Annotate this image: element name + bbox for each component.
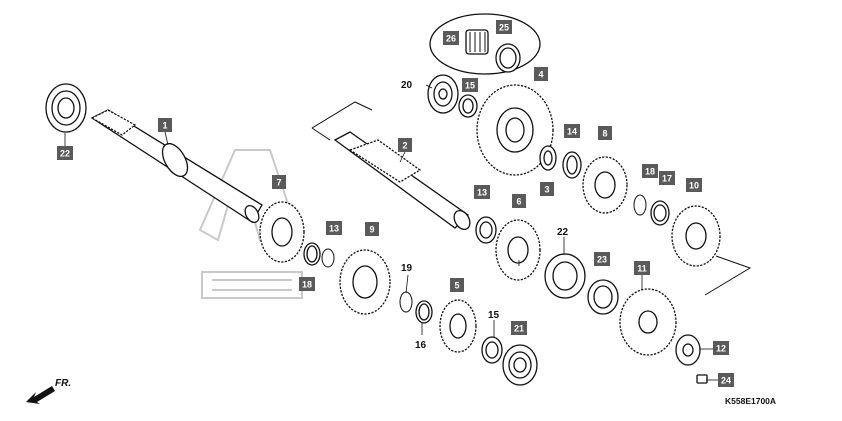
svg-text:26: 26 [446, 34, 456, 44]
gear-9 [339, 249, 391, 315]
svg-text:18: 18 [645, 167, 655, 177]
washer-17 [650, 200, 670, 226]
bolt-24 [696, 374, 708, 384]
callout-18-right: 18 [642, 164, 658, 178]
bearing-20 [427, 74, 459, 114]
svg-text:3: 3 [544, 185, 549, 195]
svg-text:9: 9 [369, 225, 374, 235]
detail-inset [429, 13, 541, 75]
svg-text:25: 25 [499, 23, 509, 33]
svg-text:7: 7 [276, 178, 281, 188]
callout-23: 23 [594, 252, 610, 266]
leader-lines [64, 84, 718, 381]
oil-seal-23 [587, 279, 619, 315]
gear-7 [259, 201, 305, 263]
collar-13-middle [475, 216, 497, 244]
svg-text:13: 13 [477, 188, 487, 198]
callout-10: 10 [686, 178, 702, 192]
washer-18-left [303, 242, 321, 266]
callout-13-middle: 13 [474, 185, 490, 199]
callout-26: 26 [443, 31, 459, 45]
gear-5 [439, 299, 477, 353]
callout-2: 2 [398, 138, 412, 152]
washer-15-lower [481, 336, 503, 364]
bearing-21 [502, 344, 538, 386]
svg-text:15: 15 [465, 81, 475, 91]
callout-19: 19 [401, 263, 413, 274]
callout-22-left: 22 [57, 146, 73, 160]
washer-14 [562, 151, 582, 179]
callout-25: 25 [496, 20, 512, 34]
countershaft [311, 101, 471, 230]
drive-sprocket-11 [619, 288, 677, 356]
front-direction-arrow: FR. [26, 378, 71, 404]
callout-24: 24 [718, 373, 734, 387]
callout-21: 21 [511, 321, 527, 335]
svg-text:14: 14 [567, 127, 577, 137]
callout-4: 4 [534, 67, 548, 81]
svg-text:22: 22 [60, 149, 70, 159]
bearing-22-middle [544, 253, 586, 299]
gear-8 [582, 156, 628, 214]
svg-text:2: 2 [402, 141, 407, 151]
callout-16: 16 [415, 340, 427, 351]
callout-12: 12 [713, 341, 729, 355]
callout-3: 3 [540, 182, 554, 196]
callout-5: 5 [450, 278, 464, 292]
gear-6 [495, 219, 541, 281]
svg-text:6: 6 [516, 197, 521, 207]
callout-6: 6 [512, 194, 526, 208]
callout-13-left: 13 [326, 221, 342, 235]
callout-1: 1 [158, 118, 172, 132]
gear-4 [476, 84, 554, 176]
callout-15-upper: 15 [462, 78, 478, 92]
svg-text:4: 4 [538, 70, 543, 80]
svg-text:17: 17 [662, 174, 672, 184]
callout-17: 17 [659, 171, 675, 185]
svg-text:24: 24 [721, 376, 731, 386]
callout-9: 9 [365, 222, 379, 236]
callout-20: 20 [401, 80, 413, 91]
svg-text:21: 21 [514, 324, 524, 334]
fixing-plate-12 [675, 334, 701, 366]
svg-text:18: 18 [302, 280, 312, 290]
callout-7: 7 [272, 175, 286, 189]
circlip-19 [399, 291, 413, 313]
washer-15-upper [458, 94, 478, 118]
callout-11: 11 [634, 261, 650, 275]
callout-14: 14 [564, 124, 580, 138]
svg-text:11: 11 [637, 264, 647, 274]
svg-text:8: 8 [602, 129, 607, 139]
circlip-13-left [321, 248, 335, 268]
main-shaft [90, 109, 263, 224]
svg-text:1: 1 [162, 121, 167, 131]
collar-3 [539, 145, 557, 171]
svg-text:23: 23 [597, 255, 607, 265]
circlip-18-right [633, 194, 647, 216]
callout-15-lower: 15 [488, 310, 500, 321]
bearing-22-left [45, 83, 87, 133]
drawing-code: K558E1700A [725, 396, 776, 406]
svg-text:5: 5 [454, 281, 459, 291]
svg-text:10: 10 [689, 181, 699, 191]
svg-text:13: 13 [329, 224, 339, 234]
watermark-logo [198, 149, 303, 299]
callout-22-middle: 22 [557, 227, 569, 238]
callout-8: 8 [598, 126, 612, 140]
callout-18-left: 18 [299, 277, 315, 291]
washer-16 [415, 300, 433, 324]
svg-text:12: 12 [716, 344, 726, 354]
gear-10 [671, 205, 752, 296]
front-marker-text: FR. [55, 378, 71, 389]
